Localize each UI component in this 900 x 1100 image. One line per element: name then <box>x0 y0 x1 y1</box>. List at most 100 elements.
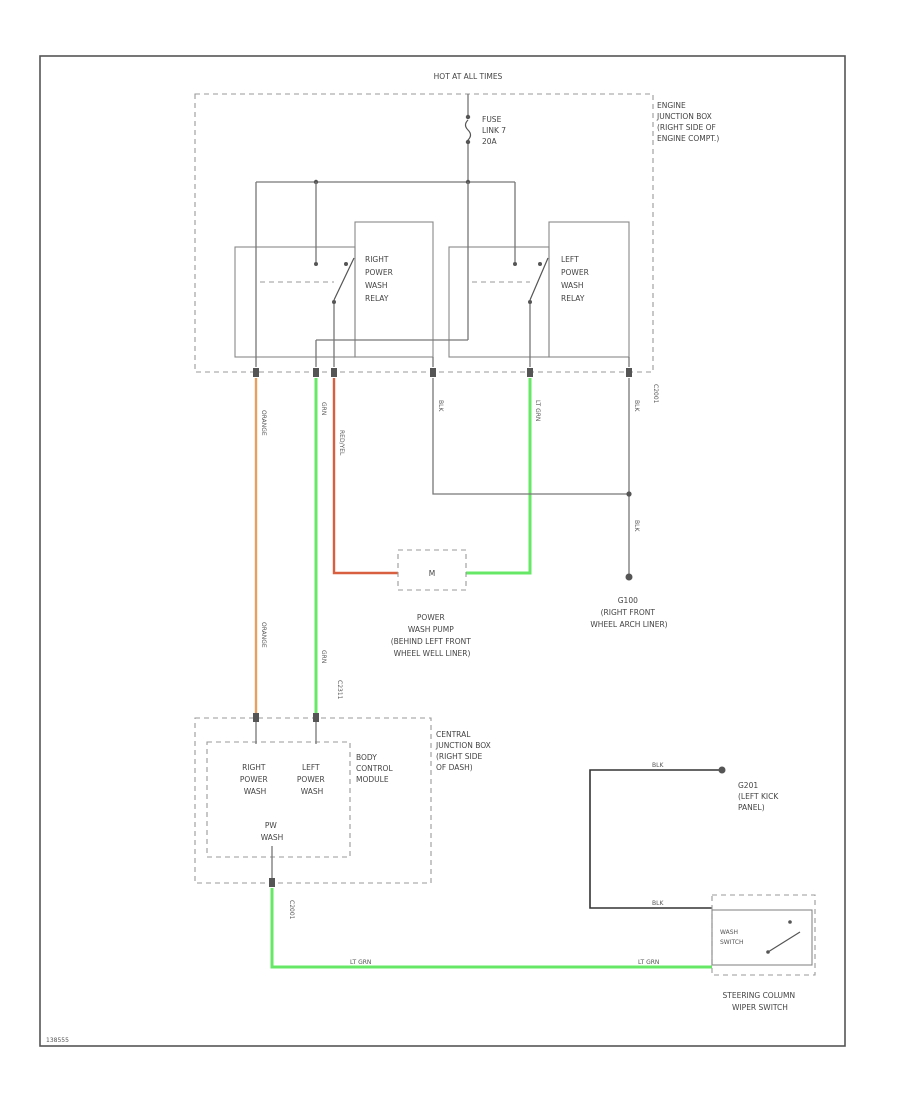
bcm-label-line: BODY <box>356 753 377 762</box>
blk-g201-ground-wire <box>589 769 720 909</box>
connector-pin <box>331 368 337 377</box>
wash-switch-label-line: WASH <box>720 929 738 936</box>
right-relay-pivot-dot <box>332 300 336 304</box>
pump-label-line: POWER <box>417 613 445 622</box>
right-relay-label: RIGHT POWER WASH RELAY <box>365 255 395 303</box>
central-junction-box-outline <box>194 717 432 884</box>
bcm-right-power-wash-label: RIGHT POWER WASH <box>240 763 270 796</box>
engine-box-label-line: ENGINE <box>657 101 686 110</box>
connector-pin <box>253 368 259 377</box>
bcm-right-label-line: POWER <box>240 775 268 784</box>
wire-label-blk: BLK <box>437 400 444 412</box>
steering-label-line: WIPER SWITCH <box>732 1003 788 1012</box>
fuse-bottom-dot <box>465 139 471 145</box>
engine-junction-box-label: ENGINE JUNCTION BOX (RIGHT SIDE OF ENGIN… <box>656 101 719 143</box>
wire-label-blk: BLK <box>633 520 640 532</box>
right-relay-label-line: POWER <box>365 268 393 277</box>
wash-switch-label-line: SWITCH <box>720 939 744 946</box>
bcm-right-label-line: WASH <box>244 787 267 796</box>
right-relay-label-box <box>354 221 434 358</box>
left-relay-contact-dot <box>513 262 517 266</box>
bcm-outline <box>206 741 351 858</box>
bcm-label-line: MODULE <box>356 775 389 784</box>
left-relay-label-line: WASH <box>561 281 584 290</box>
wire-label-lt-grn: LT GRN <box>534 400 541 421</box>
connector-pin <box>527 368 533 377</box>
left-relay-pivot-dot <box>528 300 532 304</box>
pump-label-line: (BEHIND LEFT FRONT <box>391 637 472 646</box>
left-relay-contact-dot <box>538 262 542 266</box>
left-relay-label-line: POWER <box>561 268 589 277</box>
left-relay-switch-arm <box>529 257 549 301</box>
wash-switch-contact-dot <box>788 920 792 924</box>
central-box-label-line: (RIGHT SIDE <box>436 752 483 761</box>
connector-pins <box>253 368 632 377</box>
bcm-right-label-line: RIGHT <box>242 763 266 772</box>
figure-id: 138555 <box>46 1037 69 1044</box>
pump-label-line: WASH PUMP <box>408 625 454 634</box>
wire-label-grn: GRN <box>320 402 327 415</box>
lt-grn-wash-switch-wire <box>270 888 712 969</box>
right-relay-label-line: WASH <box>365 281 388 290</box>
connector-pin <box>313 368 319 377</box>
fuse-label: FUSE LINK 7 20A <box>482 115 508 146</box>
pump-label: POWER WASH PUMP (BEHIND LEFT FRONT WHEEL… <box>391 613 474 658</box>
blk-ground-wire <box>432 378 629 495</box>
engine-box-label-line: JUNCTION BOX <box>656 112 712 121</box>
wire-label-blk: BLK <box>652 900 664 907</box>
steering-column-switch-label: STEERING COLUMN WIPER SWITCH <box>723 991 798 1012</box>
connector-pin <box>430 368 436 377</box>
wire-label-orange: ORANGE <box>260 622 267 648</box>
left-relay-label-line: LEFT <box>561 255 579 264</box>
bcm-label: BODY CONTROL MODULE <box>356 753 395 784</box>
wire-label-grn: GRN <box>320 650 327 663</box>
right-relay-switch-arm <box>333 257 355 301</box>
central-box-label-line: CENTRAL <box>436 730 471 739</box>
bcm-pw-label-line: PW <box>265 821 278 830</box>
wire-label-blk: BLK <box>633 400 640 412</box>
bcm-pw-label-line: WASH <box>261 833 284 842</box>
connector-id-c2001: C2001 <box>288 900 295 920</box>
bcm-left-power-wash-label: LEFT POWER WASH <box>297 763 327 796</box>
central-box-label-line: OF DASH) <box>436 763 473 772</box>
steering-label-line: STEERING COLUMN <box>723 991 796 1000</box>
central-junction-box-label: CENTRAL JUNCTION BOX (RIGHT SIDE OF DASH… <box>435 730 493 772</box>
g201-label-line: PANEL) <box>738 803 765 812</box>
bcm-left-label-line: POWER <box>297 775 325 784</box>
fuse-label-line: LINK 7 <box>482 126 506 135</box>
right-relay-contact-dot <box>344 262 348 266</box>
left-relay-label-line: RELAY <box>561 294 585 303</box>
fuse-label-line: 20A <box>482 137 498 146</box>
pump-label-line: WHEEL WELL LINER) <box>394 649 471 658</box>
g100-label-line: G100 <box>618 596 638 605</box>
bcm-connector-pin <box>253 713 259 722</box>
ground-g100-label: G100 (RIGHT FRONT WHEEL ARCH LINER) <box>590 596 667 629</box>
wire-label-lt-grn: LT GRN <box>638 959 659 966</box>
connector-id-c2001: C2001 <box>652 384 659 404</box>
wire-label-orange: ORANGE <box>260 410 267 436</box>
wash-switch-arm <box>767 931 801 953</box>
red-yel-wire <box>332 378 398 575</box>
diagram-frame <box>39 55 846 1047</box>
bcm-connector-pin <box>269 878 275 887</box>
fuse-label-line: FUSE <box>482 115 502 124</box>
engine-box-label-line: ENGINE COMPT.) <box>657 134 719 143</box>
wire-label-lt-grn: LT GRN <box>350 959 371 966</box>
power-source-label: HOT AT ALL TIMES <box>434 72 503 81</box>
fuse-top-dot <box>465 114 471 120</box>
bcm-label-line: CONTROL <box>356 764 393 773</box>
wash-switch-label: WASH SWITCH <box>720 929 744 946</box>
lt-grn-wire <box>466 378 532 575</box>
bcm-connector-pin <box>313 713 319 722</box>
g100-label-line: (RIGHT FRONT <box>601 608 656 617</box>
bcm-pw-wash-label: PW WASH <box>261 821 284 842</box>
fuse-link-symbol <box>464 119 472 141</box>
wire-label-red-yel: RED/YEL <box>338 430 345 456</box>
ground-g100-symbol <box>625 573 633 581</box>
right-relay-label-line: RIGHT <box>365 255 389 264</box>
ground-junction-dot <box>626 491 632 497</box>
right-relay-contact-dot <box>314 262 318 266</box>
ground-g201-symbol <box>718 766 726 774</box>
engine-junction-box-outline <box>194 93 654 373</box>
